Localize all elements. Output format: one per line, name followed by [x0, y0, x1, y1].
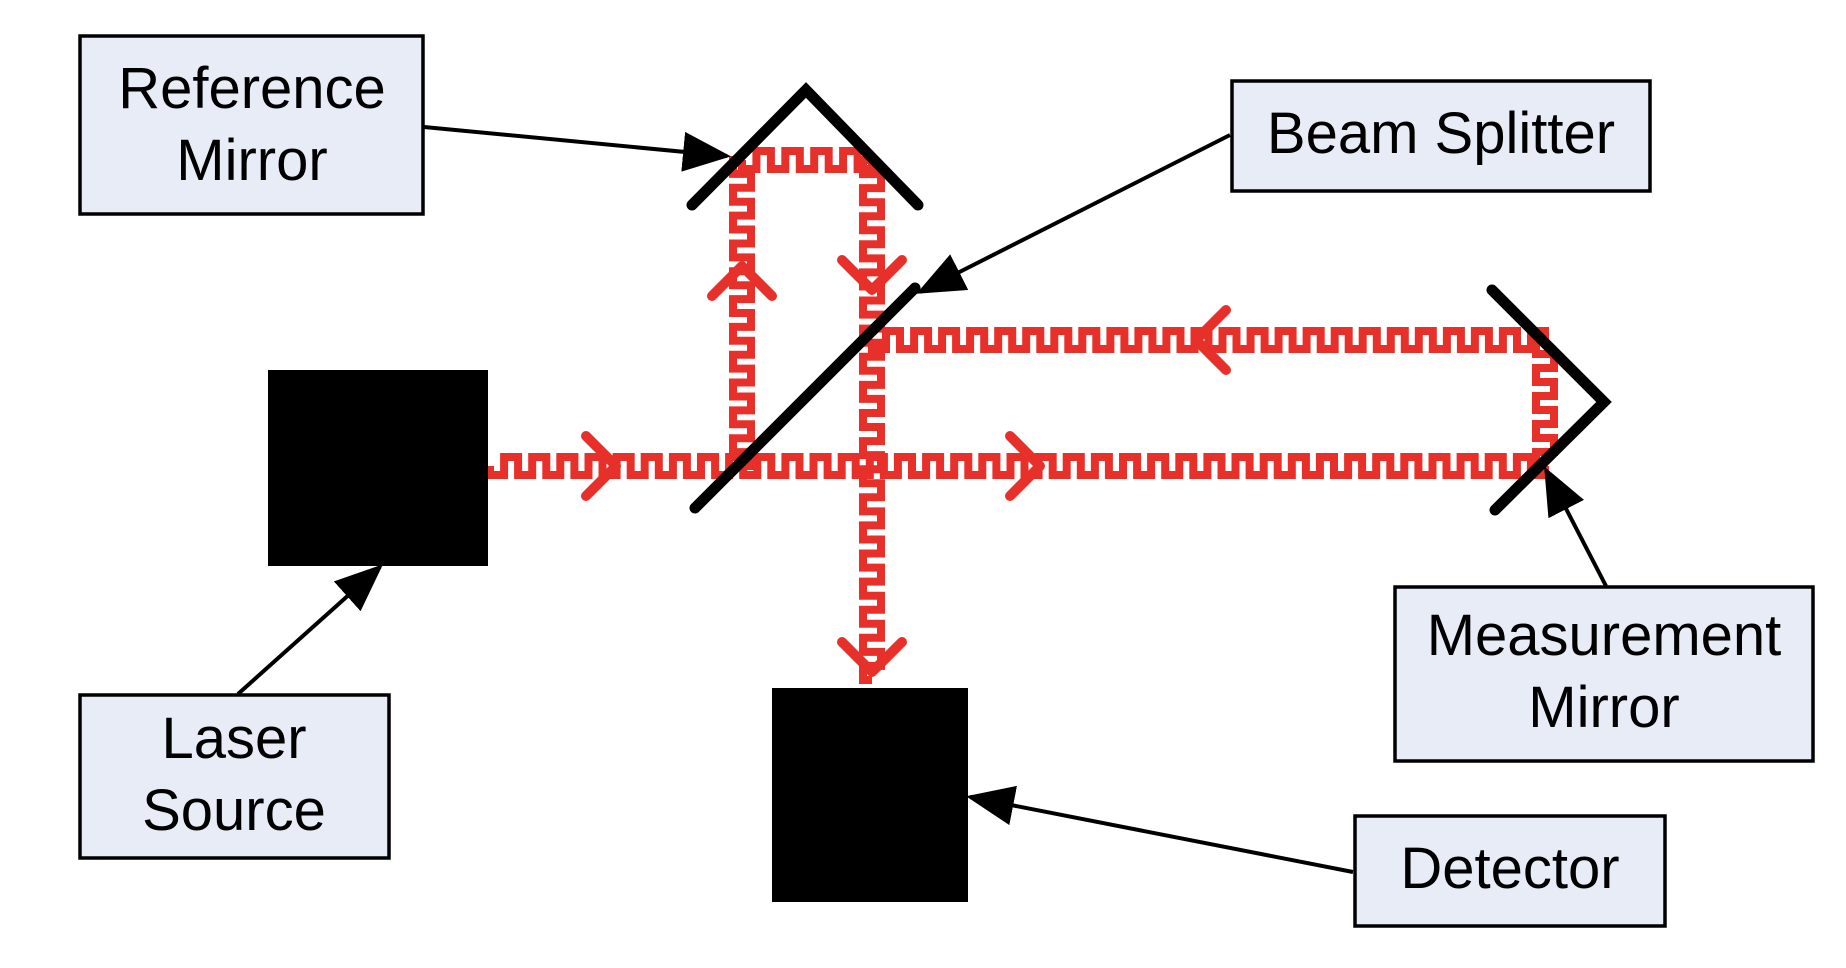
label-beam-splitter-line-1: Beam Splitter — [1267, 101, 1615, 166]
beam-arrow-left — [1191, 305, 1231, 375]
label-reference-mirror: Reference Mirror — [78, 34, 425, 216]
label-beam-splitter: Beam Splitter — [1230, 79, 1652, 193]
label-laser-source-line-1: Laser — [161, 706, 306, 771]
beam-main-horizontal — [486, 453, 1549, 479]
beam-arrow-down-2 — [837, 637, 907, 677]
pointer-laser-source — [236, 564, 383, 696]
beam-arrow-up — [707, 261, 777, 301]
pointer-measurement-mirror — [1544, 466, 1608, 587]
label-pointers — [236, 125, 1608, 874]
beam-return-horizontal — [868, 327, 1549, 353]
beam-to-detector — [859, 156, 885, 684]
beam-arrow-right-2 — [1005, 431, 1045, 501]
label-measurement-mirror-line-2: Mirror — [1528, 675, 1679, 740]
beam-reference-up — [729, 156, 755, 470]
label-laser-source: Laser Source — [78, 693, 391, 860]
pointer-beam-splitter — [916, 133, 1231, 294]
label-reference-mirror-line-1: Reference — [118, 56, 386, 121]
beam-reference-top — [738, 147, 876, 173]
beam-splitter — [689, 282, 921, 514]
laser-source-block — [268, 370, 488, 566]
beam-arrow-right-1 — [581, 431, 621, 501]
laser-beam-paths — [486, 147, 1558, 684]
detector-block — [772, 688, 968, 902]
label-measurement-mirror: Measurement Mirror — [1393, 585, 1815, 763]
optical-components — [268, 82, 1612, 902]
label-detector-line-1: Detector — [1400, 836, 1619, 901]
label-measurement-mirror-line-1: Measurement — [1427, 603, 1782, 668]
pointer-reference-mirror — [423, 125, 731, 172]
label-laser-source-line-2: Source — [142, 778, 326, 843]
measurement-mirror — [1486, 284, 1612, 516]
label-detector: Detector — [1353, 814, 1667, 928]
pointer-detector — [966, 785, 1354, 874]
label-reference-mirror-line-2: Mirror — [176, 128, 327, 193]
beam-arrow-down-1 — [837, 255, 907, 295]
